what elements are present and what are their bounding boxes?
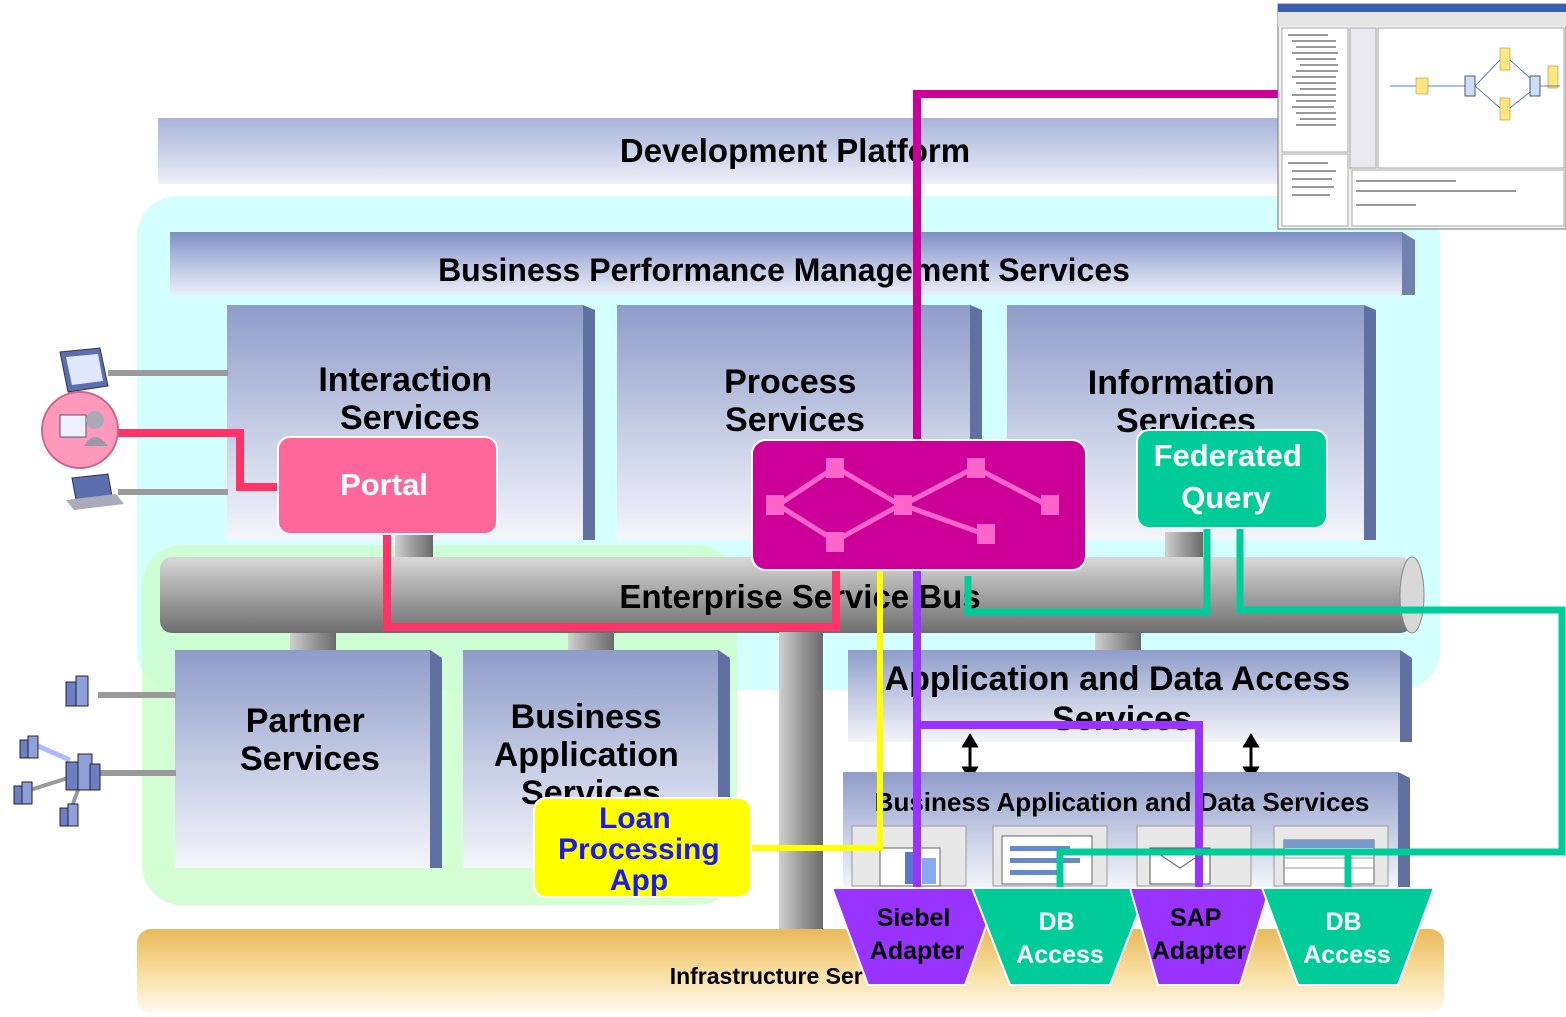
sap-adapter-label: SAP Adapter	[1152, 904, 1247, 965]
app-data-access-label: Application and Data Access Services	[885, 660, 1360, 738]
pink-esb-line	[383, 535, 840, 631]
partner-services-label: Partner Services	[240, 702, 380, 778]
laptop-icon	[66, 473, 124, 510]
business-app-data-label: Business Application and Data Services	[875, 787, 1370, 817]
sap-adapter[interactable]: SAP Adapter	[1128, 887, 1272, 986]
green-federated-line	[1056, 527, 1566, 892]
building-icon	[65, 675, 89, 707]
network-buildings-icon	[13, 735, 101, 827]
bpm-services-bar: Business Performance Management Services	[170, 232, 1415, 295]
loan-processing-label: Loan Processing App	[558, 802, 728, 897]
db-access-2-label: DB Access	[1303, 908, 1391, 969]
db-access-1-label: DB Access	[1016, 908, 1104, 969]
chart-window-icon	[851, 825, 967, 887]
development-platform-label: Development Platform	[620, 132, 970, 169]
eclipse-ide-screenshot-thumbnail	[1277, 3, 1566, 230]
portal-box[interactable]: Portal	[277, 436, 498, 535]
table-window-icon	[992, 825, 1108, 887]
desktop-monitor-icon	[59, 347, 109, 393]
db-access-2[interactable]: DB Access	[1260, 887, 1436, 986]
double-arrow-2	[1242, 733, 1260, 781]
person-at-computer-icon	[41, 391, 119, 469]
esb-label: Enterprise Service Bus	[619, 578, 980, 615]
document-stack-icon	[1136, 825, 1252, 887]
purple-sap-line	[917, 721, 1203, 890]
loan-processing-app-box[interactable]: Loan Processing App	[533, 797, 752, 898]
yellow-loan-line	[750, 568, 883, 851]
bpm-services-label: Business Performance Management Services	[438, 252, 1130, 288]
process-services-label: Process Services	[724, 363, 866, 439]
portal-label: Portal	[340, 467, 428, 502]
spreadsheet-window-icon	[1273, 825, 1389, 887]
federated-query-label: Federated Query	[1154, 438, 1311, 515]
partner-services-box: Partner Services	[175, 650, 442, 868]
federated-query-box[interactable]: Federated Query	[1136, 429, 1328, 529]
magenta-screenshot-line	[913, 90, 1285, 440]
double-arrow-1	[961, 733, 979, 781]
process-flow-hub[interactable]	[751, 439, 1087, 571]
siebel-adapter[interactable]: Siebel Adapter	[830, 887, 1002, 986]
siebel-adapter-label: Siebel Adapter	[870, 904, 965, 965]
information-services-label: Information Services	[1088, 364, 1284, 440]
business-application-services-label: Business Application Services	[494, 698, 689, 812]
interaction-services-label: Interaction Services	[318, 361, 501, 437]
db-access-1[interactable]: DB Access	[970, 887, 1150, 986]
development-platform-bar: Development Platform	[158, 118, 1396, 184]
pink-portal-line	[115, 429, 280, 491]
infrastructure-pipe	[779, 632, 823, 934]
business-app-data-services-box: Business Application and Data Services	[843, 772, 1410, 888]
green-db1-line	[964, 527, 1211, 616]
